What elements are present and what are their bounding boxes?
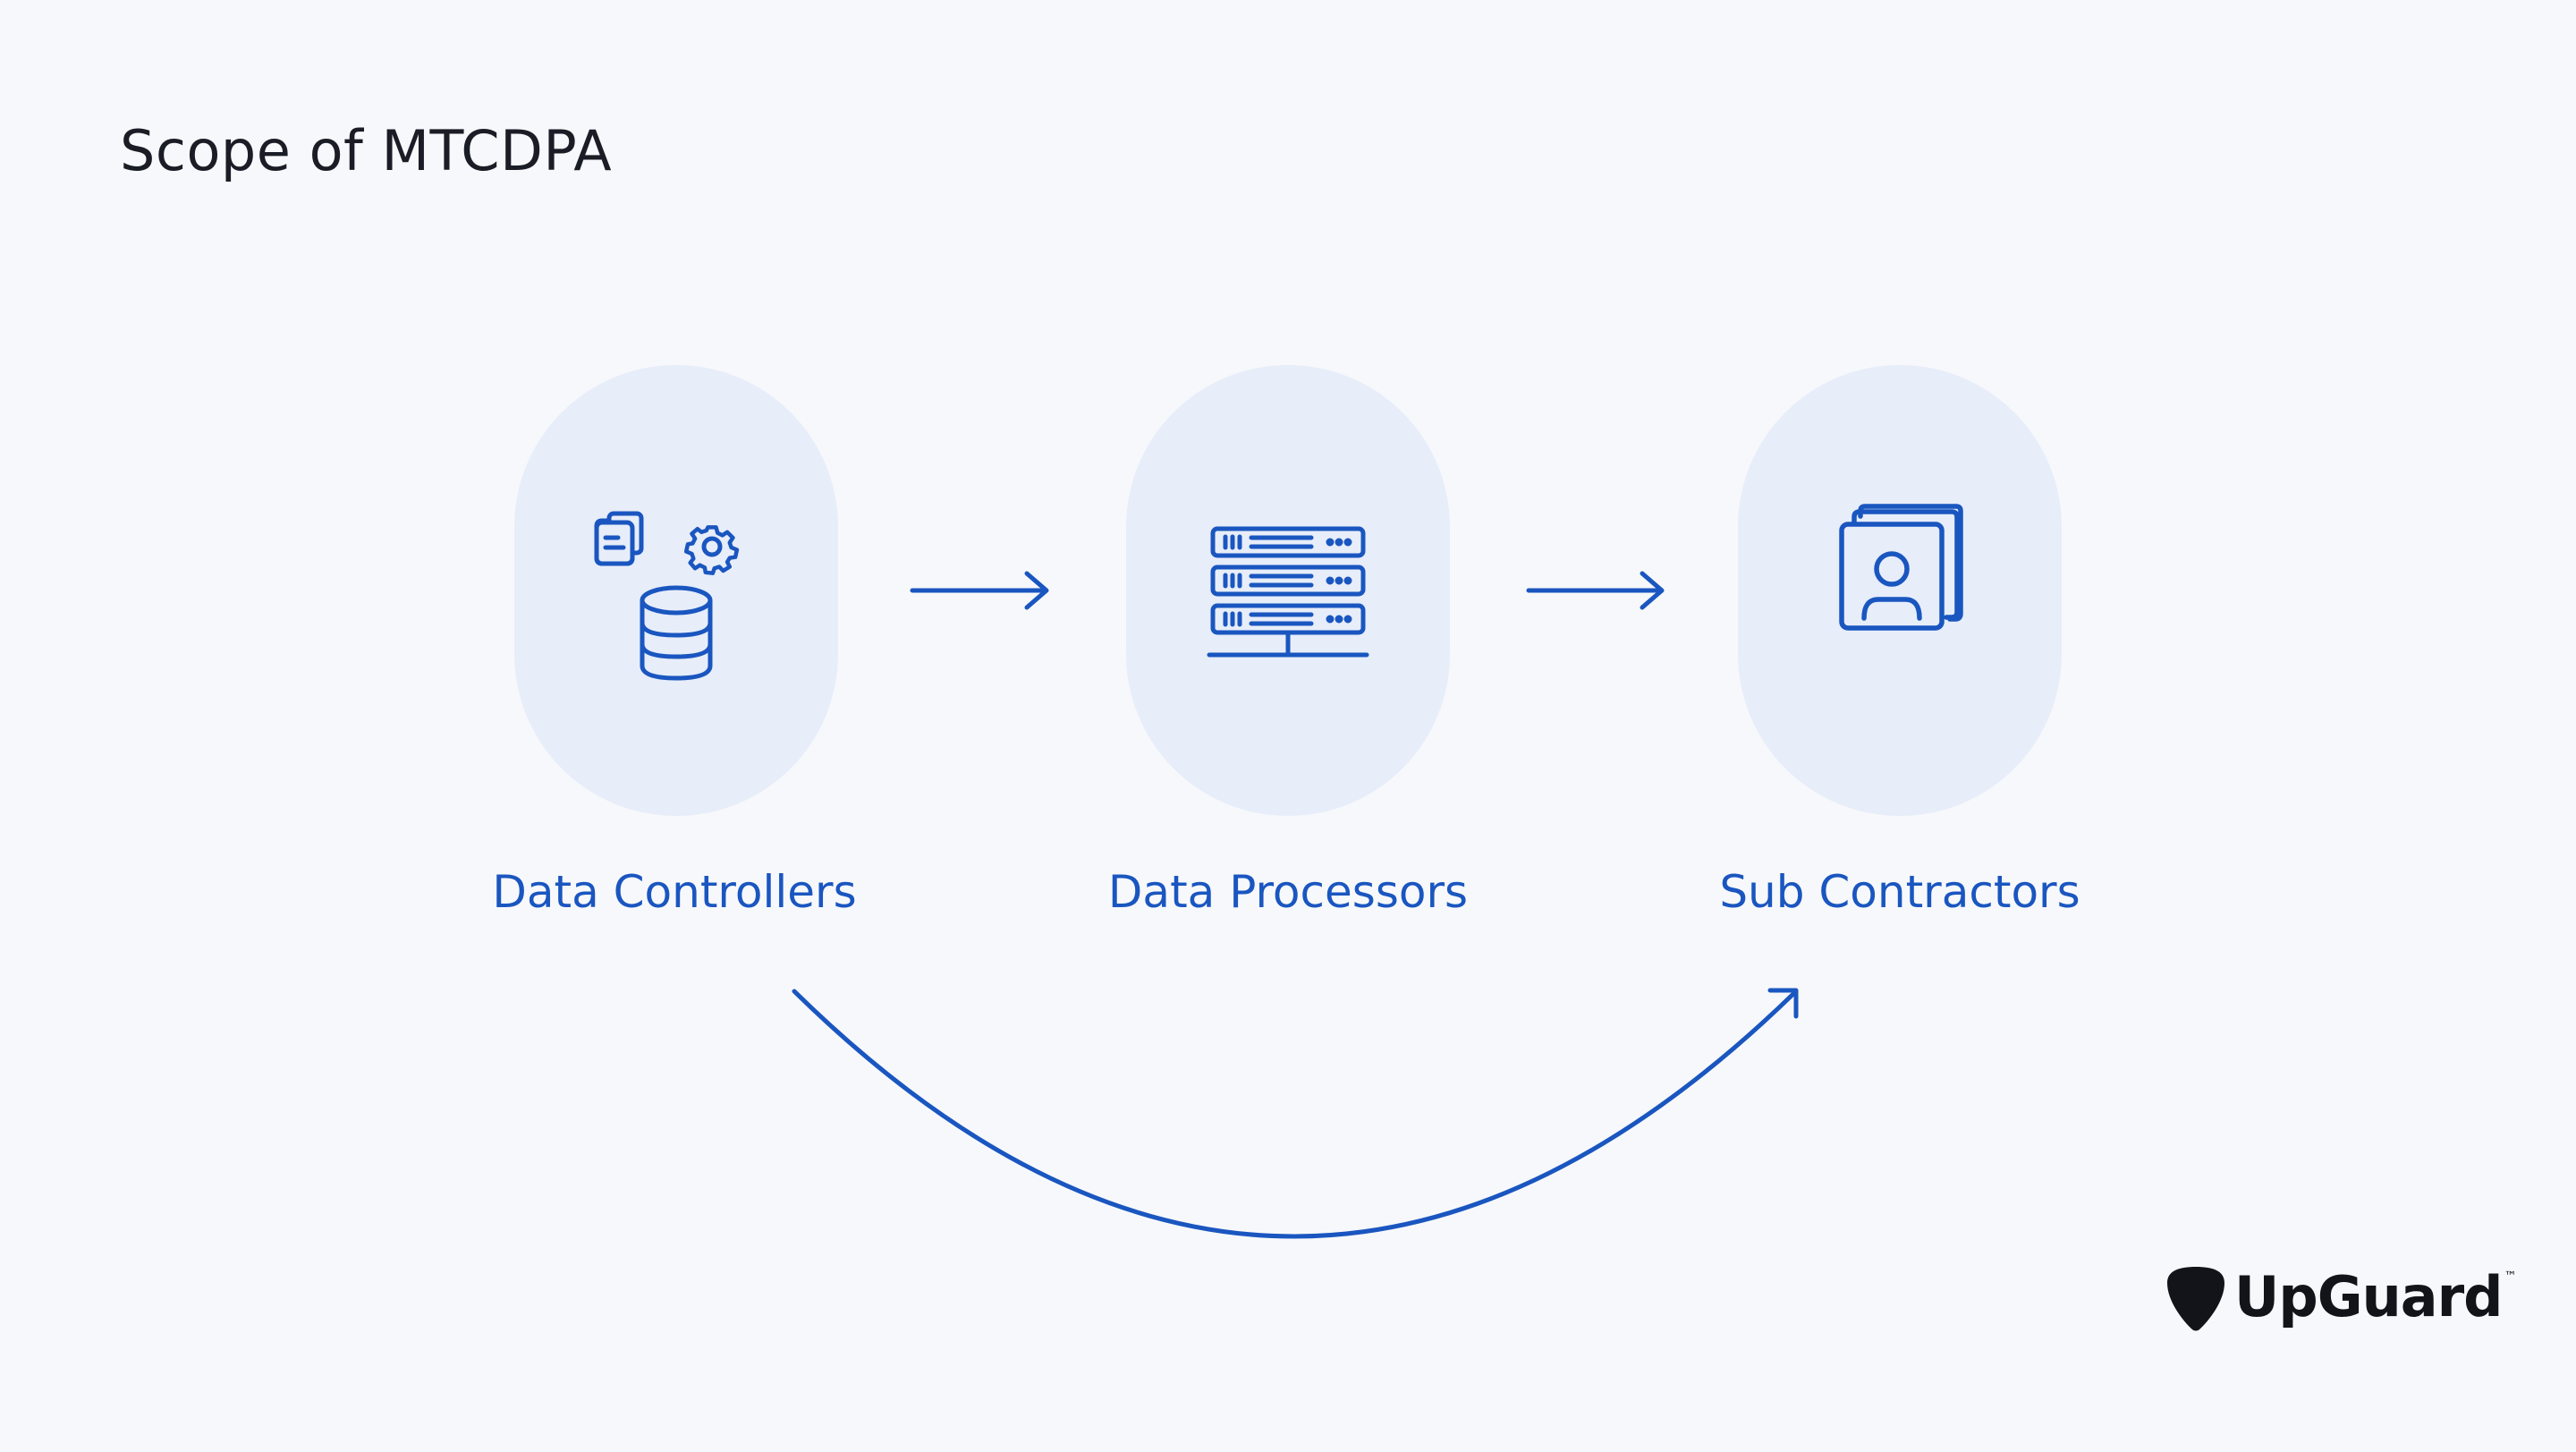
node-data-processors — [1126, 365, 1450, 816]
arrow-curved-controllers-to-subcontractors — [792, 988, 1799, 1239]
node-label-data-controllers: Data Controllers — [492, 866, 857, 918]
node-data-controllers — [514, 365, 838, 816]
brand-name: UpGuard — [2234, 1264, 2504, 1329]
node-sub-contractors — [1738, 365, 2062, 816]
contact-cards-icon — [1839, 504, 1963, 631]
node-label-sub-contractors: Sub Contractors — [1719, 866, 2080, 918]
database-documents-gear-icon — [594, 511, 740, 681]
guitar-pick-logo-icon — [2167, 1267, 2224, 1331]
page-title: Scope of MTCDPA — [120, 118, 613, 183]
server-rack-icon — [1207, 526, 1369, 658]
brand-trademark: ™ — [2504, 1269, 2517, 1284]
upguard-logo: UpGuard ™ — [2165, 1257, 2517, 1337]
arrow-controllers-to-processors — [910, 571, 1049, 610]
node-label-data-processors: Data Processors — [1107, 866, 1469, 918]
arrow-processors-to-subcontractors — [1526, 571, 1665, 610]
